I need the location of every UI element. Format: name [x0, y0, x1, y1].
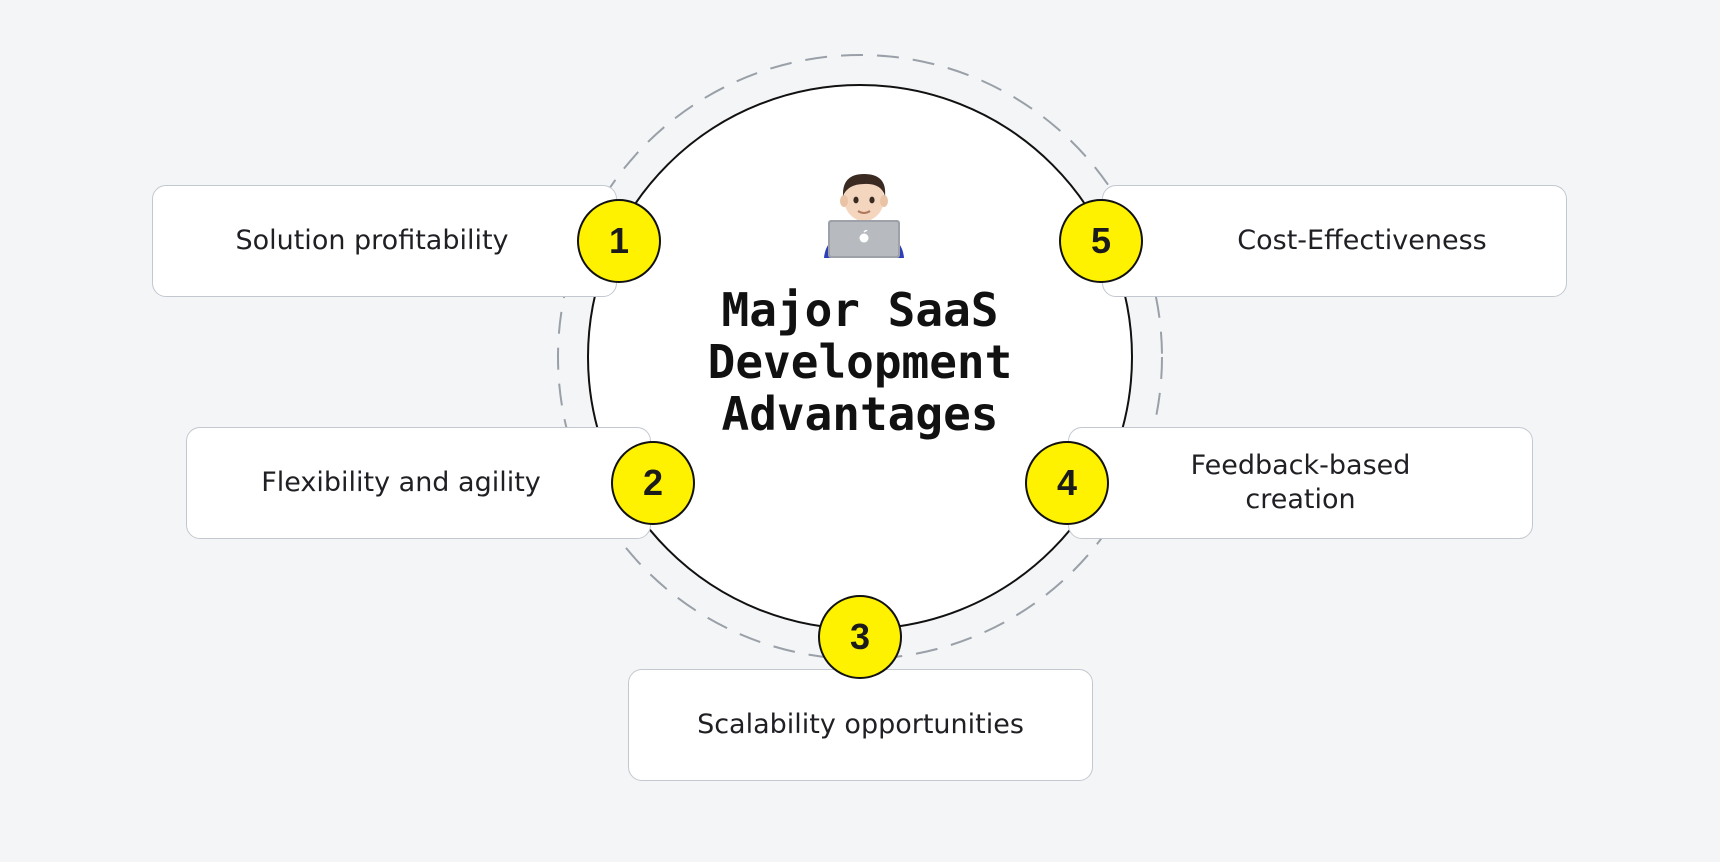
diagram-title: Major SaaS Development Advantages — [707, 283, 1013, 441]
item-label-4: Feedback-based creation — [1191, 449, 1411, 517]
item-label-5: Cost-Effectiveness — [1237, 225, 1487, 257]
item-label-3: Scalability opportunities — [697, 709, 1024, 741]
number-badge-2: 2 — [611, 441, 695, 525]
item-label-4-line1: Feedback-based — [1190, 450, 1411, 482]
item-card-3: Scalability opportunities — [628, 669, 1093, 781]
man-technologist-icon — [824, 174, 904, 258]
number-badge-5: 5 — [1059, 199, 1143, 283]
item-label-4-line2: creation — [1245, 484, 1356, 515]
item-card-2: Flexibility and agility — [186, 427, 651, 539]
number-badge-1: 1 — [577, 199, 661, 283]
item-card-1: Solution profitability — [152, 185, 617, 297]
item-card-4: Feedback-based creation — [1068, 427, 1533, 539]
item-label-1: Solution profitability — [235, 225, 509, 257]
item-label-2: Flexibility and agility — [261, 467, 541, 499]
number-badge-4: 4 — [1025, 441, 1109, 525]
number-badge-3: 3 — [818, 595, 902, 679]
item-card-5: Cost-Effectiveness — [1102, 185, 1567, 297]
